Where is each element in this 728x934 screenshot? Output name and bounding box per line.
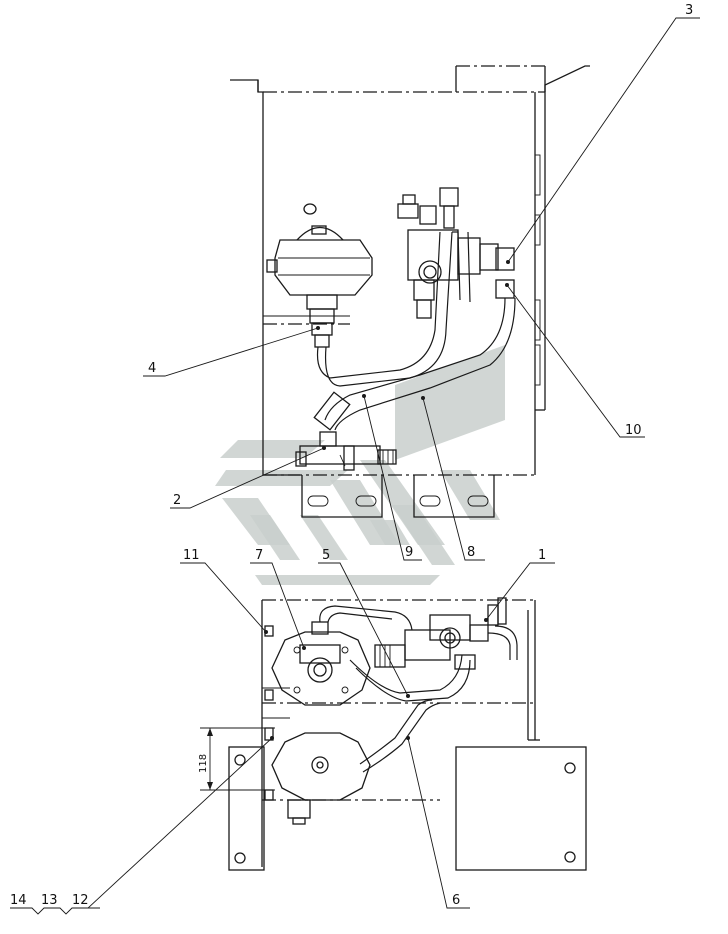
lower-assembly	[228, 597, 587, 871]
callout-8: 8	[467, 545, 475, 560]
leader-lines	[10, 17, 700, 915]
callout-7: 7	[255, 548, 263, 563]
filter-lower	[271, 732, 371, 825]
pump-valve	[374, 597, 507, 670]
manifold-fitting	[295, 431, 397, 471]
callout-13: 13	[41, 893, 58, 908]
watermark-logo	[215, 345, 505, 585]
callout-6: 6	[452, 893, 460, 908]
dimension-118: 118	[198, 727, 275, 791]
side-notches	[534, 154, 541, 386]
callout-9: 9	[405, 545, 413, 560]
callout-12: 12	[72, 893, 89, 908]
upper-hoses	[313, 231, 516, 431]
callout-4: 4	[148, 361, 156, 376]
callout-11: 11	[183, 548, 200, 563]
callout-5: 5	[322, 548, 330, 563]
callout-14: 14	[10, 893, 27, 908]
valve-block	[397, 187, 515, 319]
callout-labels: 3 10 4 2 9 8 11 7 5 1 6 14 13 12	[10, 3, 693, 908]
callout-1: 1	[538, 548, 546, 563]
lower-hoses	[319, 605, 518, 773]
accumulator	[263, 203, 373, 348]
filter-upper	[271, 621, 371, 706]
callout-3: 3	[685, 3, 693, 18]
callout-10: 10	[625, 423, 642, 438]
dimension-label: 118	[198, 754, 209, 773]
callout-2: 2	[173, 493, 181, 508]
